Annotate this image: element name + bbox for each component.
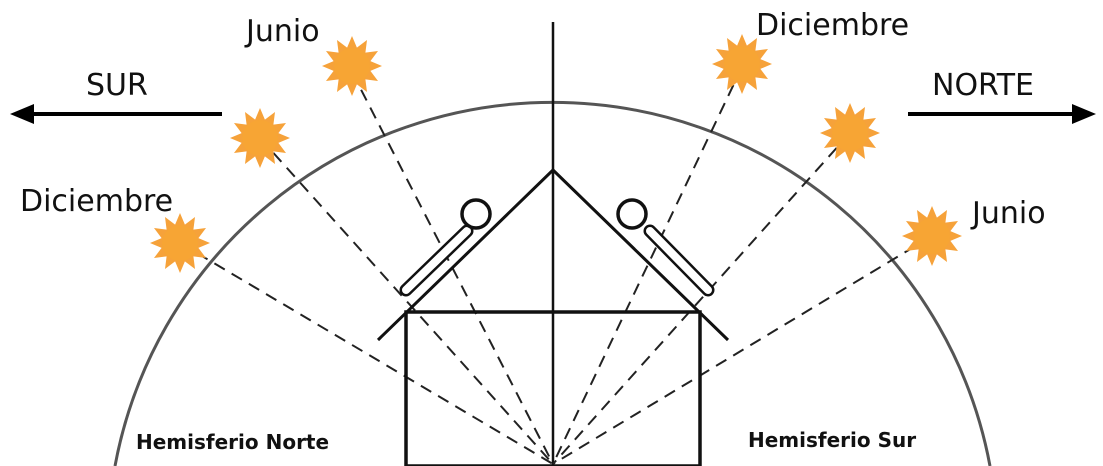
ray-left-diciembre <box>179 242 554 465</box>
ray-left-mid <box>259 137 554 465</box>
suns <box>150 34 962 273</box>
sun-left-junio-core <box>334 48 370 84</box>
ray-right-mid <box>552 132 851 465</box>
solar-panel-left <box>399 198 492 297</box>
sun-right-junio-core <box>914 218 950 254</box>
solar-panel-right <box>616 198 715 297</box>
hemisphere-south-label: Hemisferio Sur <box>748 428 917 452</box>
month-label-right-top: Diciembre <box>756 8 910 43</box>
sun-left-mid-core <box>242 120 278 156</box>
sun-right-diciembre-core <box>724 46 760 82</box>
month-label-right-bottom: Junio <box>972 196 1046 231</box>
hemisphere-north-label: Hemisferio Norte <box>136 430 330 454</box>
ray-right-diciembre <box>552 66 743 465</box>
sun-rays <box>179 66 933 465</box>
month-label-left-bottom: Diciembre <box>20 184 174 219</box>
sun-left-diciembre-core <box>162 225 198 261</box>
month-label-left-top: Junio <box>246 14 320 49</box>
house-roof <box>376 167 730 342</box>
arrow-south <box>10 104 222 124</box>
ray-right-junio <box>552 235 933 465</box>
direction-south-label: SUR <box>86 68 148 103</box>
direction-north-label: NORTE <box>932 68 1034 103</box>
house-walls <box>404 310 702 466</box>
arrow-north <box>908 104 1096 124</box>
sun-right-mid-core <box>832 115 868 151</box>
